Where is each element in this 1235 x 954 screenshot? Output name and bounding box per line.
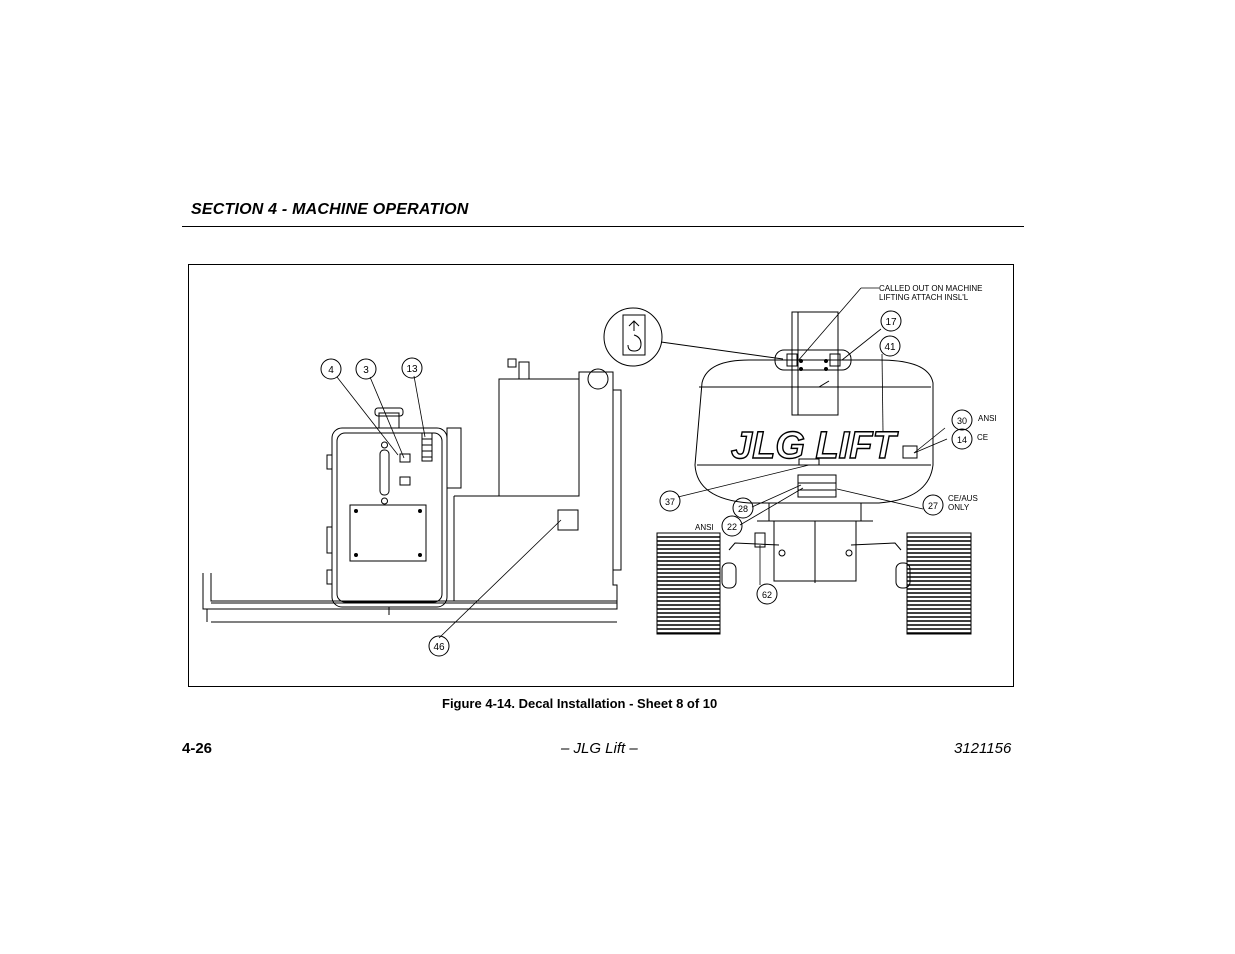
header-rule [182, 226, 1024, 227]
document-number: 3121156 [954, 740, 1012, 757]
figure-caption: Figure 4-14. Decal Installation - Sheet … [442, 696, 718, 711]
svg-text:13: 13 [406, 364, 418, 375]
svg-text:62: 62 [762, 590, 772, 600]
callout-17: 17 [880, 310, 902, 332]
footer-title: – JLG Lift – [561, 740, 638, 757]
svg-text:17: 17 [885, 317, 897, 328]
svg-text:22: 22 [727, 522, 737, 532]
lifting-detail-view [603, 307, 784, 367]
callout-13: 13 [401, 357, 423, 379]
drawing-notes: CALLED OUT ON MACHINE LIFTING ATTACH INS… [695, 284, 997, 532]
right-track [906, 532, 972, 635]
note-ansi-top: ANSI [978, 414, 997, 423]
svg-text:30: 30 [957, 416, 967, 426]
right-machine-view: JLG LIFT [656, 311, 972, 635]
callout-46: 46 [428, 635, 450, 657]
callout-62: 62 [756, 583, 778, 605]
page-number: 4-26 [182, 740, 213, 757]
svg-text:46: 46 [433, 642, 445, 653]
callout-30: 30 [951, 409, 973, 431]
note-lifting-line1: CALLED OUT ON MACHINE [879, 284, 982, 293]
note-ansi-left: ANSI [695, 523, 714, 532]
callout-22: 22 [721, 515, 743, 537]
callout-3: 3 [355, 358, 377, 380]
note-ce-aus-line1: CE/AUS [948, 494, 978, 503]
decal-drawing: JLG LIFT [202, 284, 997, 657]
svg-text:14: 14 [957, 435, 967, 445]
section-title: SECTION 4 - MACHINE OPERATION [191, 201, 469, 218]
note-ce: CE [977, 433, 988, 442]
left-machine-view [202, 358, 622, 623]
callout-bubbles: 4 3 13 46 17 41 30 14 37 28 22 27 62 [320, 310, 973, 657]
callout-27: 27 [922, 494, 944, 516]
callout-14: 14 [951, 428, 973, 450]
svg-text:27: 27 [928, 501, 938, 511]
track-treads [657, 536, 971, 634]
left-track [656, 532, 721, 635]
svg-text:41: 41 [884, 342, 896, 353]
note-lifting-line2: LIFTING ATTACH INSL'L [879, 293, 969, 302]
figure-frame: JLG LIFT [188, 264, 1014, 687]
svg-text:4: 4 [328, 365, 334, 376]
svg-text:28: 28 [738, 504, 748, 514]
note-ce-aus-line2: ONLY [948, 503, 970, 512]
callout-37: 37 [659, 490, 681, 512]
jlg-lift-logo: JLG LIFT [731, 425, 898, 467]
callout-4: 4 [320, 358, 342, 380]
svg-text:3: 3 [363, 365, 369, 376]
callout-41: 41 [879, 335, 901, 357]
svg-text:37: 37 [665, 497, 675, 507]
leader-lines [336, 287, 948, 639]
callout-28: 28 [732, 497, 754, 519]
